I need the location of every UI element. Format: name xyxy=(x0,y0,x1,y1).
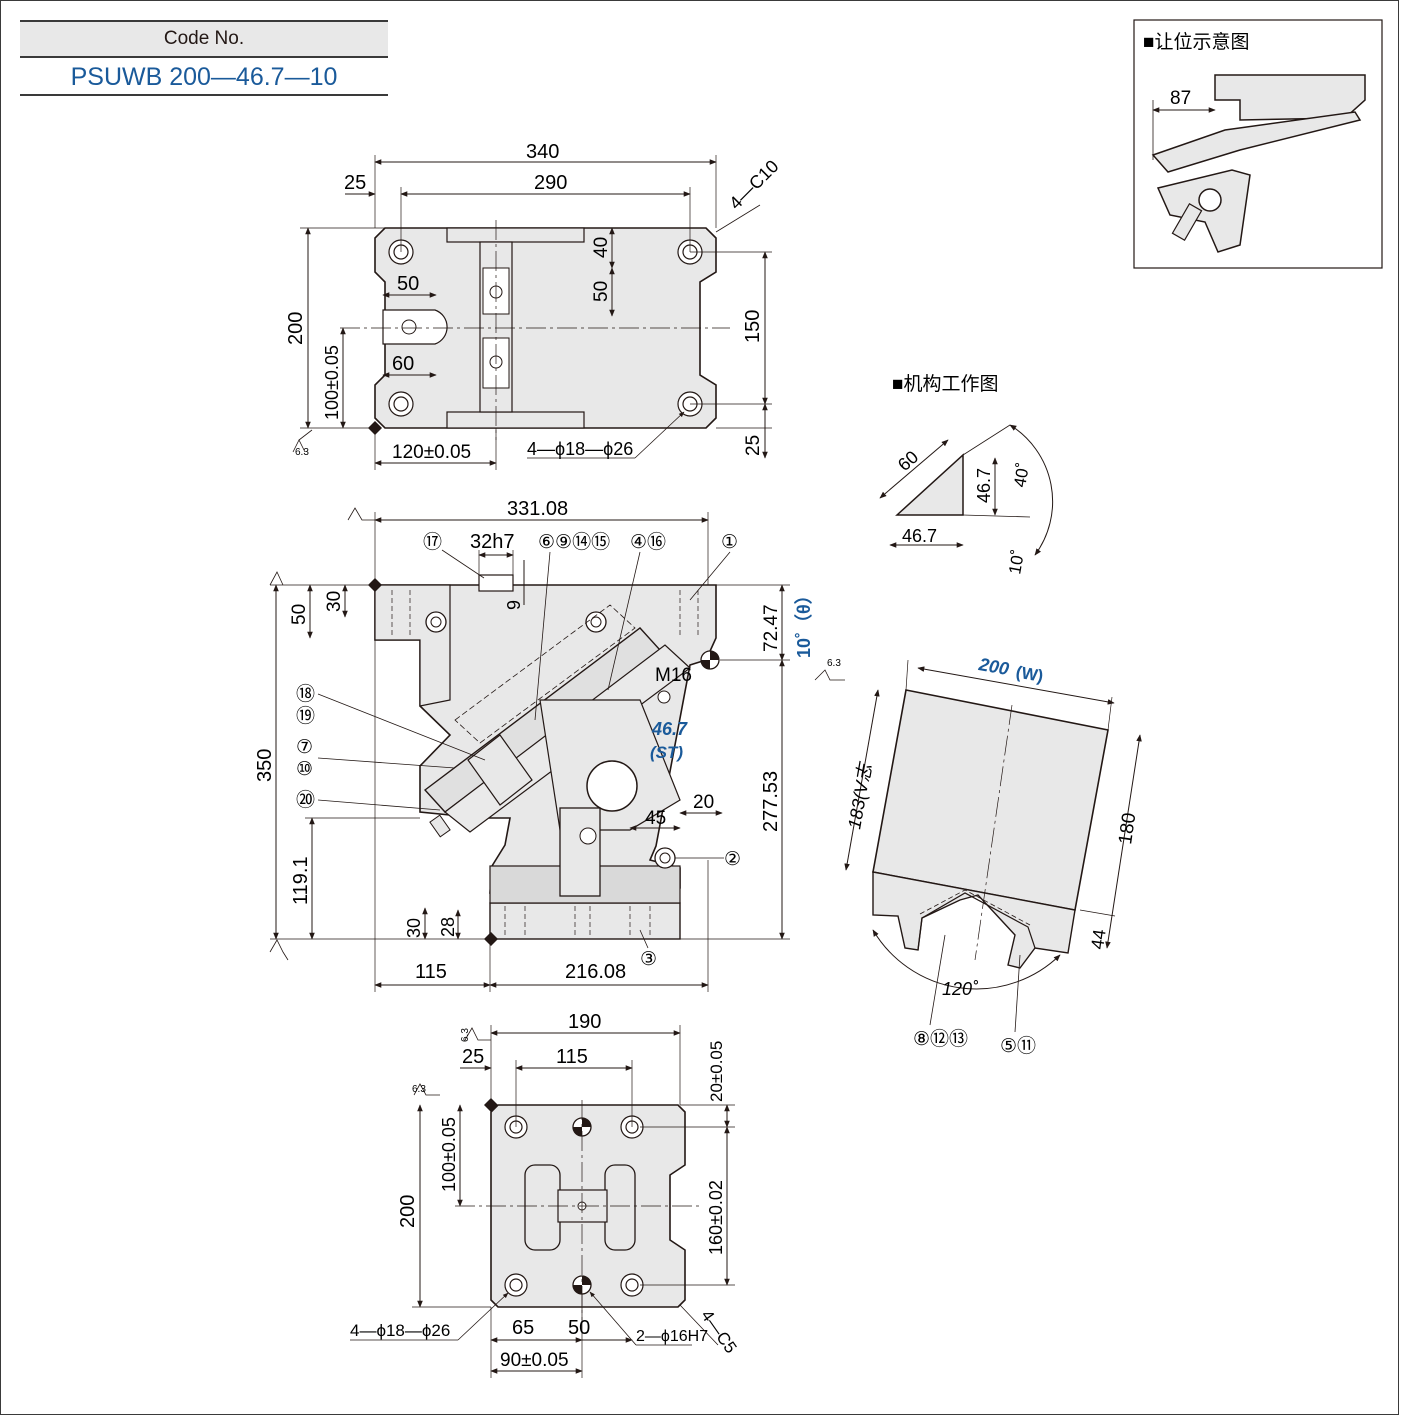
callout-4-16: ④⑯ xyxy=(630,531,666,553)
top-dim-25-left: 25 xyxy=(344,172,366,194)
top-dim-40: 40 xyxy=(591,237,612,258)
relief-inset: ■让位示意图 87 xyxy=(1133,19,1383,269)
code-number-box: Code No. PSUWB 200—46.7—10 xyxy=(20,20,388,96)
top-dim-25-bottom: 25 xyxy=(743,435,764,456)
vblock-angle: 120˚ xyxy=(942,979,979,999)
top-view: 340 290 25 4—C10 40 50 50 60 200 100±0.0… xyxy=(285,141,782,470)
top-dim-60: 60 xyxy=(392,353,414,375)
top-dim-150: 150 xyxy=(742,310,764,343)
top-dim-340: 340 xyxy=(526,141,559,163)
bottom-dim-90: 90±0.05 xyxy=(500,1350,569,1371)
relief-inset-title: ■让位示意图 xyxy=(1143,31,1249,53)
callout-3: ③ xyxy=(640,949,657,970)
mechanism-inset-title: ■机构工作图 xyxy=(892,373,998,395)
mech-dim-60: 60 xyxy=(894,447,922,475)
bottom-pins: 2—ϕ16H7 xyxy=(636,1328,708,1345)
relief-dim-87: 87 xyxy=(1170,88,1191,109)
front-dim-20: 20 xyxy=(693,792,714,813)
front-stroke: 46.7 xyxy=(651,719,688,739)
front-dim-277: 277.53 xyxy=(760,771,782,832)
callout-8-12-13: ⑧⑫⑬ xyxy=(913,1028,968,1050)
vblock-width-tag: (W) xyxy=(1014,662,1044,685)
callout-10: ⑩ xyxy=(296,759,313,780)
mech-dim-46-7-h: 46.7 xyxy=(902,526,937,546)
bottom-dim-190: 190 xyxy=(568,1011,601,1033)
top-dim-200: 200 xyxy=(285,312,307,345)
front-dim-32h7: 32h7 xyxy=(470,531,515,553)
code-value: PSUWB 200—46.7—10 xyxy=(20,58,388,96)
front-dim-72: 72.47 xyxy=(761,604,782,652)
callout-20: ⑳ xyxy=(296,789,315,811)
top-roughness: 6.3 xyxy=(295,447,309,458)
bottom-roughness-1: 6.3 xyxy=(460,1028,471,1042)
bottom-dim-25: 25 xyxy=(462,1046,484,1068)
bottom-dim-20: 20±0.05 xyxy=(707,1041,726,1102)
front-dim-28: 28 xyxy=(438,917,458,937)
callout-19: ⑲ xyxy=(296,705,315,727)
bottom-dim-65: 65 xyxy=(512,1317,534,1339)
front-dim-9: 9 xyxy=(504,600,524,610)
bottom-dim-50: 50 xyxy=(568,1317,590,1339)
front-dim-115: 115 xyxy=(415,961,447,983)
front-dim-45: 45 xyxy=(645,808,666,829)
vblock-view: 200 (W) 183(V志 180 44 120˚ ⑧⑫⑬ ⑤⑪ xyxy=(844,654,1142,1057)
front-stroke-label: (ST) xyxy=(650,743,683,762)
top-chamfer: 4—C10 xyxy=(725,156,782,213)
top-dim-100: 100±0.05 xyxy=(322,345,342,420)
front-dim-30-bottom: 30 xyxy=(404,918,424,938)
top-holes: 4—ϕ18—ϕ26 xyxy=(527,439,633,459)
mech-dim-46-7-v: 46.7 xyxy=(974,468,994,503)
front-view: 331.08 32h7 9 50 30 350 119.1 30 28 115 … xyxy=(254,498,845,992)
front-dim-50: 50 xyxy=(289,604,310,625)
vblock-height-v: 183(V志 xyxy=(844,759,876,830)
front-dim-30-top: 30 xyxy=(324,591,345,612)
front-thread: M16 xyxy=(655,665,692,686)
callout-18: ⑱ xyxy=(296,683,315,705)
mechanism-inset: ■机构工作图 60 46.7 46.7 40˚ 10˚ xyxy=(879,373,1054,576)
front-dim-350: 350 xyxy=(254,749,276,782)
vblock-dim-44: 44 xyxy=(1087,928,1110,951)
top-dim-50-h: 50 xyxy=(397,273,419,295)
callout-17: ⑰ xyxy=(423,531,442,553)
bottom-holes: 4—ϕ18—ϕ26 xyxy=(350,1321,450,1340)
callout-6-9-14-15: ⑥⑨⑭⑮ xyxy=(538,531,610,553)
top-dim-120: 120±0.05 xyxy=(392,442,471,463)
callout-1: ① xyxy=(721,532,738,553)
code-header: Code No. xyxy=(20,20,388,58)
callout-5-11: ⑤⑪ xyxy=(1000,1035,1036,1057)
bottom-view: 190 115 25 20±0.05 200 100±0.05 160±0.02… xyxy=(350,1011,740,1378)
vblock-width: 200 xyxy=(977,654,1011,679)
front-roughness: 6.3 xyxy=(827,658,841,669)
bottom-dim-115: 115 xyxy=(556,1046,588,1068)
callout-7: ⑦ xyxy=(296,737,313,758)
callout-2: ② xyxy=(724,849,741,870)
front-dim-119: 119.1 xyxy=(290,856,312,905)
top-dim-50-v: 50 xyxy=(591,281,612,302)
front-dim-216: 216.08 xyxy=(565,961,626,983)
top-dim-290: 290 xyxy=(534,172,567,194)
bottom-dim-160: 160±0.02 xyxy=(706,1180,726,1255)
vblock-dim-180: 180 xyxy=(1115,811,1140,845)
front-angle: 10˚（θ） xyxy=(794,586,814,658)
bottom-dim-200: 200 xyxy=(397,1195,419,1228)
mech-angle-40: 40˚ xyxy=(1010,461,1033,489)
mech-angle-10: 10˚ xyxy=(1005,548,1028,576)
bottom-roughness-2: 6.3 xyxy=(412,1084,426,1095)
front-dim-331: 331.08 xyxy=(507,498,568,520)
bottom-dim-100: 100±0.05 xyxy=(439,1117,459,1192)
